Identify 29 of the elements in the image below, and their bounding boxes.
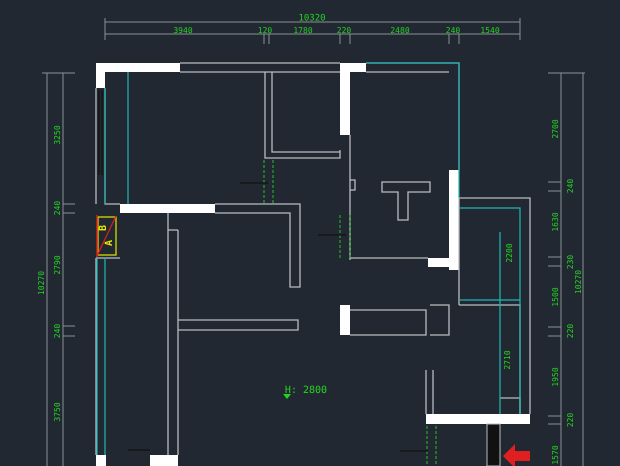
dimension-text: 1500 <box>552 287 560 307</box>
section-mark: A <box>105 240 115 246</box>
section-mark: B <box>99 224 109 232</box>
dimension-text: 10320 <box>298 14 326 24</box>
dimension-text: 3750 <box>54 402 62 422</box>
dimension-text: 240 <box>54 200 62 216</box>
dimension-text: 2480 <box>390 27 410 35</box>
dimension-text: 2790 <box>54 255 62 275</box>
dimension-text: 240 <box>54 324 62 338</box>
dimension-text: 220 <box>567 324 575 338</box>
dimension-text: 10270 <box>38 270 46 296</box>
dimension-text: 1630 <box>552 212 560 232</box>
dimension-text: 3940 <box>173 27 193 35</box>
dimension-text: 220 <box>336 27 352 35</box>
dimension-text: 1780 <box>293 27 313 35</box>
dimension-text: 220 <box>567 412 575 428</box>
dimension-text: 1540 <box>480 27 500 35</box>
dimension-text: 120 <box>258 27 272 35</box>
dimension-text: 240 <box>567 178 575 194</box>
elevation-text: H: 2800 <box>284 386 328 396</box>
dimension-text: 2710 <box>504 350 512 370</box>
dimension-text: 2700 <box>552 119 560 139</box>
dimension-text: 10270 <box>575 270 583 294</box>
dimension-text: 230 <box>567 254 575 270</box>
dimension-text: 3250 <box>54 125 62 145</box>
dimension-text: 1570 <box>552 445 560 465</box>
dimension-text: 240 <box>446 27 460 35</box>
dimension-text: 2200 <box>506 243 514 263</box>
dimension-text: 1950 <box>552 367 560 387</box>
